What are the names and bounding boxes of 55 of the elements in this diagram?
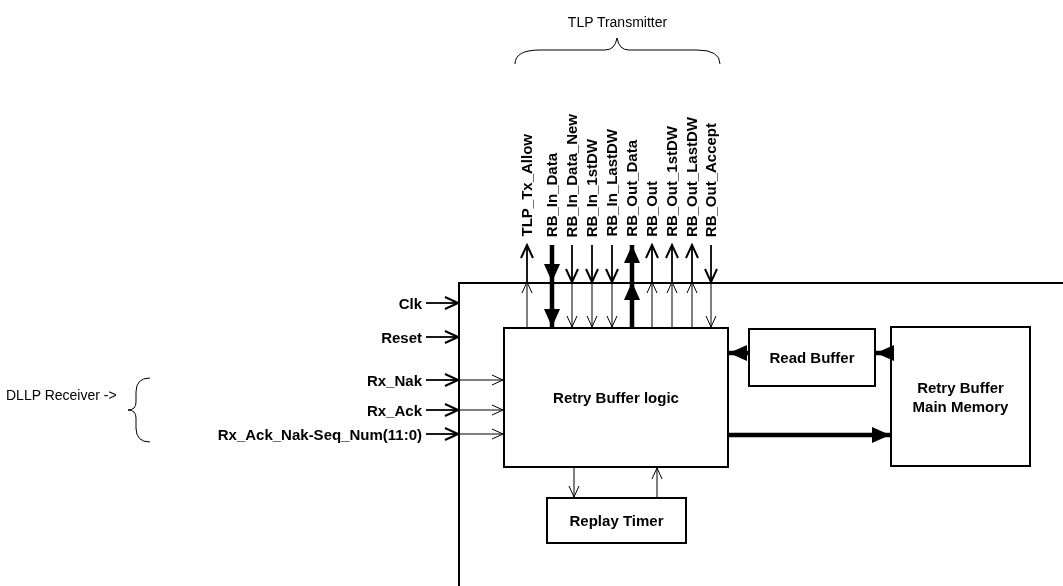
arrow bbox=[521, 281, 533, 328]
process-box: Retry Buffer logic bbox=[503, 327, 729, 468]
process-box: Replay Timer bbox=[546, 497, 687, 544]
arrow bbox=[568, 467, 580, 498]
signal-name: RB_Out_1stDW bbox=[663, 126, 681, 237]
arrow bbox=[586, 281, 598, 328]
arrow bbox=[729, 345, 748, 361]
arrow bbox=[686, 281, 698, 328]
arrow bbox=[645, 244, 659, 283]
process-box: Read Buffer bbox=[748, 328, 876, 387]
group-label: TLP Transmitter bbox=[566, 13, 669, 32]
arrow bbox=[665, 244, 679, 283]
process-box: Retry Buffer Main Memory bbox=[890, 326, 1031, 467]
arrow bbox=[666, 281, 678, 328]
group-label: DLLP Receiver -> bbox=[6, 386, 118, 404]
arrow bbox=[646, 281, 658, 328]
arrow bbox=[651, 467, 663, 498]
arrow bbox=[729, 427, 890, 443]
arrow bbox=[544, 245, 560, 282]
arrow bbox=[704, 244, 718, 283]
signal-name: RB_In_1stDW bbox=[583, 138, 601, 237]
arrow bbox=[457, 404, 504, 416]
signal-name: Rx_Ack_Nak-Seq_Num(11:0) bbox=[140, 425, 422, 445]
arrow bbox=[566, 281, 578, 328]
arrow bbox=[425, 373, 459, 387]
signal-name: RB_Out bbox=[643, 181, 661, 237]
signal-name: Rx_Nak bbox=[150, 371, 422, 391]
arrow bbox=[876, 345, 894, 361]
signal-name: RB_In_Data_New bbox=[563, 113, 581, 237]
signal-name: Rx_Ack bbox=[150, 401, 422, 421]
arrow bbox=[425, 403, 459, 417]
arrow bbox=[425, 330, 459, 344]
arrow bbox=[425, 296, 459, 310]
arrow bbox=[705, 281, 717, 328]
signal-name: TLP_Tx_Allow bbox=[518, 134, 536, 237]
arrow bbox=[565, 244, 579, 283]
arrow bbox=[606, 281, 618, 328]
arrow bbox=[624, 282, 640, 327]
arrow bbox=[624, 245, 640, 282]
arrow bbox=[425, 427, 459, 441]
arrow bbox=[585, 244, 599, 283]
arrow bbox=[605, 244, 619, 283]
signal-name: Reset bbox=[300, 328, 422, 348]
arrow bbox=[685, 244, 699, 283]
signal-name: Clk bbox=[300, 294, 422, 314]
arrow bbox=[457, 428, 504, 440]
signal-name: RB_Out_Data bbox=[623, 140, 641, 237]
signal-name: RB_In_Data bbox=[543, 152, 561, 237]
arrow bbox=[520, 244, 534, 283]
signal-name: RB_Out_Accept bbox=[702, 122, 720, 237]
signal-name: RB_In_LastDW bbox=[603, 129, 621, 237]
block-frame bbox=[458, 282, 1063, 586]
signal-name: RB_Out_LastDW bbox=[683, 117, 701, 237]
arrow bbox=[544, 282, 560, 327]
arrow bbox=[457, 374, 504, 386]
